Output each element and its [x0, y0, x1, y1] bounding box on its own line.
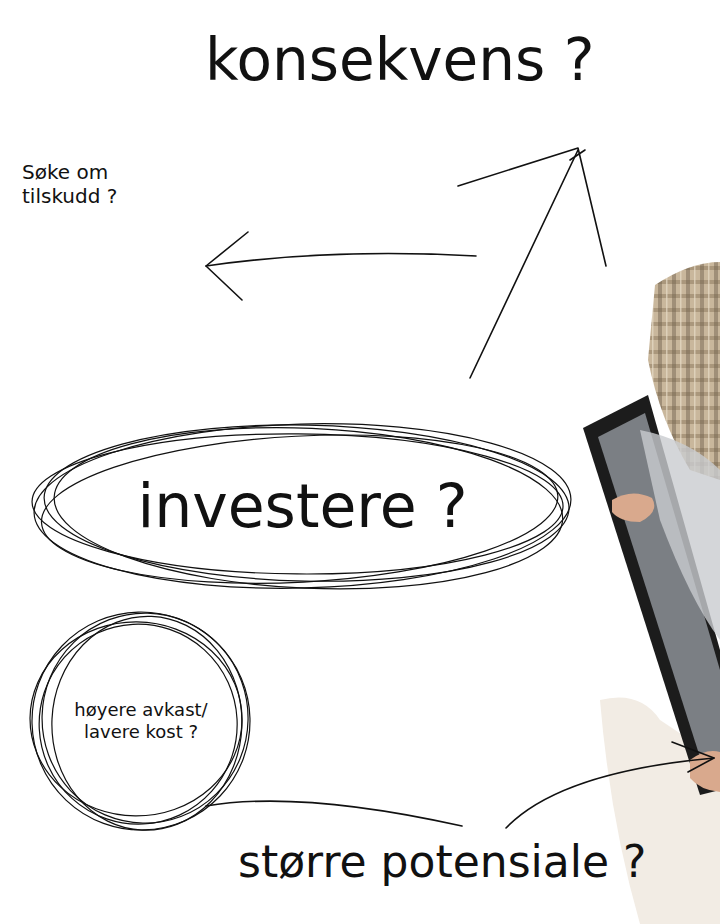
- screen-reflection: [640, 430, 720, 640]
- scribble-stroke: [47, 612, 246, 834]
- arrow-line: [506, 758, 714, 828]
- tablet-screen: [598, 413, 720, 776]
- connector-line: [206, 801, 462, 826]
- scribbled-oval: investere ?: [30, 420, 575, 592]
- bottom-note: større potensiale ?: [238, 836, 646, 889]
- scribble-stroke: [29, 609, 253, 833]
- arrow-head: [570, 150, 585, 160]
- node-text: investere ?: [138, 470, 468, 542]
- photo-illustration: [583, 262, 720, 924]
- arrow-head: [458, 148, 606, 266]
- scribble-stroke: [32, 417, 573, 595]
- scribble-stroke: [42, 420, 570, 587]
- scribbled-circle: høyere avkast/ lavere kost ?: [28, 608, 254, 834]
- side-note: Søke om tilskudd ?: [22, 160, 140, 208]
- heading-note: konsekvens ?: [205, 26, 594, 96]
- scribble-stroke: [51, 417, 566, 599]
- hand: [690, 751, 720, 792]
- arrow-head: [206, 232, 248, 300]
- tablet-frame: [583, 395, 720, 795]
- scribble-stroke: [31, 432, 563, 577]
- node-text: høyere avkast/ lavere kost ?: [66, 699, 216, 742]
- arrow-head: [672, 742, 714, 772]
- scribble-stroke: [29, 621, 243, 817]
- arrow-line: [470, 150, 578, 378]
- hand: [612, 493, 654, 522]
- arrow-line: [206, 254, 476, 266]
